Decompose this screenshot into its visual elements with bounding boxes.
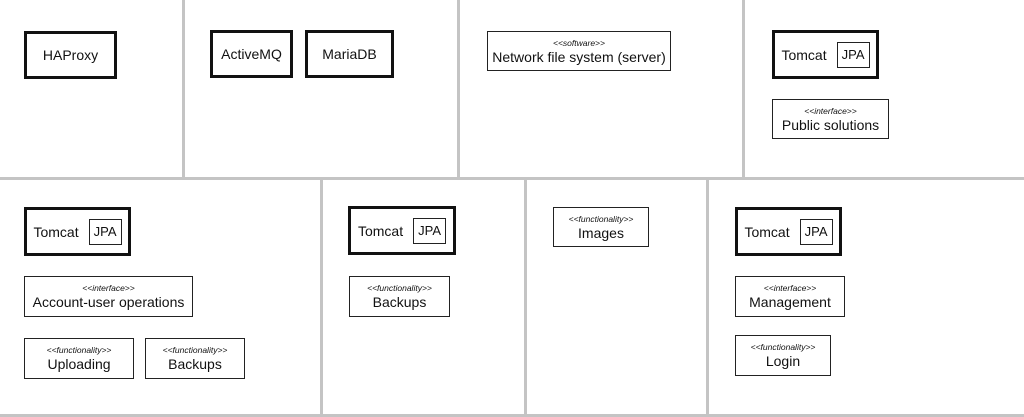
divider <box>524 178 527 417</box>
activemq-label: ActiveMQ <box>221 46 282 62</box>
jpa-box: JPA <box>836 41 870 68</box>
tomcat-node: Tomcat JPA <box>24 207 131 256</box>
uploading-functionality: <<functionality>> Uploading <box>24 338 134 379</box>
stereotype: <<software>> <box>553 37 605 48</box>
stereotype: <<functionality>> <box>46 345 112 355</box>
backups-label: Backups <box>168 356 222 372</box>
uploading-label: Uploading <box>47 356 111 372</box>
backups-label: Backups <box>372 294 427 310</box>
haproxy-node: HAProxy <box>24 31 117 79</box>
tomcat-node: Tomcat JPA <box>735 207 842 256</box>
login-functionality: <<functionality>> Login <box>735 335 831 376</box>
tomcat-node: Tomcat JPA <box>772 30 879 79</box>
login-label: Login <box>765 353 801 369</box>
divider <box>457 0 460 178</box>
stereotype: <<functionality>> <box>162 345 228 355</box>
activemq-node: ActiveMQ <box>210 30 293 78</box>
public-solutions-label: Public solutions <box>781 116 880 133</box>
nfs-component: <<software>> Network file system (server… <box>487 31 671 71</box>
nfs-label: Network file system (server) <box>492 48 666 65</box>
divider <box>182 0 185 178</box>
divider <box>320 178 323 417</box>
images-label: Images <box>578 224 624 241</box>
divider <box>742 0 745 178</box>
images-functionality: <<functionality>> Images <box>553 207 649 247</box>
account-ops-label: Account-user operations <box>32 294 185 310</box>
mariadb-label: MariaDB <box>322 46 377 62</box>
divider <box>706 178 709 417</box>
tomcat-label: Tomcat <box>744 223 790 240</box>
management-label: Management <box>749 294 831 310</box>
stereotype: <<interface>> <box>804 105 857 116</box>
tomcat-label: Tomcat <box>781 46 827 63</box>
stereotype: <<functionality>> <box>568 213 634 224</box>
tomcat-label: Tomcat <box>357 222 404 239</box>
stereotype: <<functionality>> <box>367 283 432 293</box>
stereotype: <<interface>> <box>82 283 135 293</box>
mariadb-node: MariaDB <box>305 30 394 78</box>
bottom-border <box>0 414 1024 417</box>
row-divider <box>0 177 1024 180</box>
management-interface: <<interface>> Management <box>735 276 845 317</box>
public-solutions-interface: <<interface>> Public solutions <box>772 99 889 139</box>
backups-functionality: <<functionality>> Backups <box>349 276 450 317</box>
jpa-box: JPA <box>88 218 122 245</box>
tomcat-label: Tomcat <box>33 223 79 240</box>
stereotype: <<interface>> <box>763 283 817 293</box>
account-user-operations-interface: <<interface>> Account-user operations <box>24 276 193 317</box>
stereotype: <<functionality>> <box>750 342 816 352</box>
tomcat-node: Tomcat JPA <box>348 206 456 255</box>
jpa-box: JPA <box>799 218 833 245</box>
jpa-box: JPA <box>413 217 446 244</box>
backups-functionality: <<functionality>> Backups <box>145 338 245 379</box>
haproxy-label: HAProxy <box>42 47 99 63</box>
